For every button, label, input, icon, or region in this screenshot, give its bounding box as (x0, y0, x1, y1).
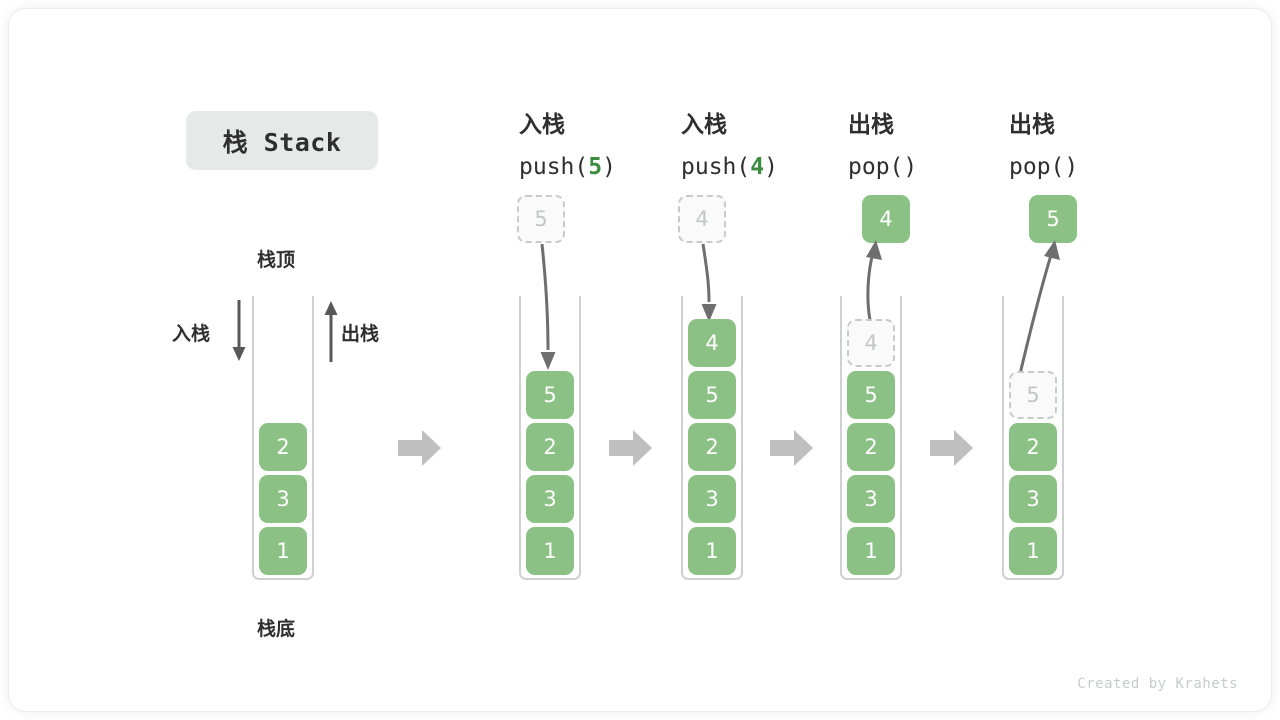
stack-cell: 1 (526, 527, 574, 575)
stack-cell: 4 (688, 319, 736, 367)
stage-heading-code: pop() (1009, 146, 1078, 188)
stack-container-pop-2 (1002, 296, 1064, 580)
code-prefix: pop( (1009, 154, 1065, 180)
flow-step-arrow-icon (398, 430, 441, 466)
stack-cell: 1 (847, 527, 895, 575)
stack-top-label: 栈顶 (257, 249, 296, 271)
stack-cell: 2 (259, 423, 307, 471)
code-prefix: pop( (848, 154, 904, 180)
stack-container-pop-1 (840, 296, 902, 580)
stack-cell: 3 (259, 475, 307, 523)
code-suffix: ) (1064, 154, 1079, 180)
stack-cell: 2 (1009, 423, 1057, 471)
pop-flow-arrow-icon (1018, 240, 1060, 375)
stage-heading-cn: 出栈 (848, 112, 894, 138)
stack-cell: 2 (688, 423, 736, 471)
code-prefix: push( (681, 154, 751, 180)
stage-heading-code: push(5) (519, 146, 616, 188)
push-direction-label: 入栈 (172, 323, 211, 345)
stack-bottom-label: 栈底 (257, 618, 296, 640)
stage-heading-pop-2: 出栈 pop() (1009, 104, 1078, 188)
stage-heading-pop-1: 出栈 pop() (848, 104, 917, 188)
stack-container-push-5 (519, 296, 581, 580)
stage-heading-cn: 入栈 (519, 112, 565, 138)
pop-direction-arrow-icon (324, 301, 338, 362)
stage-heading-cn: 出栈 (1009, 112, 1055, 138)
stack-cell: 3 (688, 475, 736, 523)
stack-container-push-4 (681, 296, 743, 580)
credit-text: Created by Krahets (1077, 676, 1238, 692)
stack-cell: 5 (688, 371, 736, 419)
code-arg: 4 (750, 154, 765, 180)
stack-cell: 3 (847, 475, 895, 523)
code-prefix: push( (519, 154, 589, 180)
code-suffix: ) (903, 154, 918, 180)
flow-step-arrow-icon (930, 430, 973, 466)
stack-cell: 5 (526, 371, 574, 419)
popped-value-ghost: 5 (1009, 371, 1057, 419)
stack-cell: 5 (847, 371, 895, 419)
stack-cell: 3 (526, 475, 574, 523)
figure-title: 栈 Stack (186, 111, 378, 170)
popped-value-result: 5 (1029, 195, 1077, 243)
push-flow-arrow-icon (701, 243, 717, 322)
flow-step-arrow-icon (609, 430, 652, 466)
code-arg: 5 (588, 154, 603, 180)
incoming-value-ghost: 5 (517, 195, 565, 243)
stack-container-initial (252, 296, 314, 580)
stage-heading-cn: 入栈 (681, 112, 727, 138)
stage-heading-push-5: 入栈 push(5) (519, 104, 616, 188)
incoming-value-ghost: 4 (678, 195, 726, 243)
popped-value-ghost: 4 (847, 319, 895, 367)
push-flow-arrow-icon (540, 243, 556, 370)
stack-cell: 1 (1009, 527, 1057, 575)
stage-heading-push-4: 入栈 push(4) (681, 104, 778, 188)
push-direction-arrow-icon (232, 300, 246, 361)
popped-value-result: 4 (862, 195, 910, 243)
pop-flow-arrow-icon (866, 240, 882, 321)
stack-cell: 1 (688, 527, 736, 575)
stack-cell: 2 (526, 423, 574, 471)
stack-cell: 3 (1009, 475, 1057, 523)
stage-heading-code: pop() (848, 146, 917, 188)
pop-direction-label: 出栈 (341, 323, 380, 345)
stack-cell: 1 (259, 527, 307, 575)
code-suffix: ) (602, 154, 616, 180)
flow-step-arrow-icon (770, 430, 813, 466)
stage-heading-code: push(4) (681, 146, 778, 188)
stack-cell: 2 (847, 423, 895, 471)
code-suffix: ) (764, 154, 778, 180)
